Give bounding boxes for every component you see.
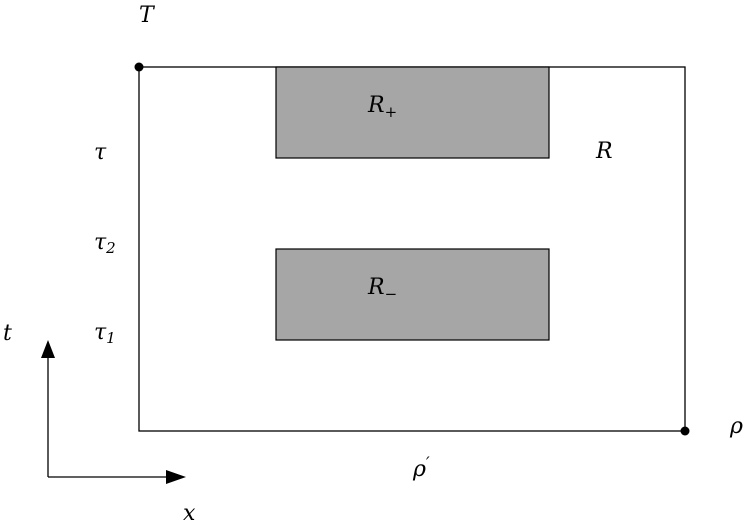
label-tau1-base: τ xyxy=(94,320,107,345)
label-r-plus-subscript: + xyxy=(385,103,398,121)
label-rho: ρ xyxy=(729,414,743,439)
label-tau1-subscript: 1 xyxy=(106,329,116,347)
region-r-plus xyxy=(275,66,550,159)
region-r-minus xyxy=(275,248,550,341)
label-rho-prime-mark: ′ xyxy=(426,453,430,472)
label-T: T xyxy=(139,3,156,28)
label-r-minus-base: R xyxy=(367,275,385,300)
label-r-plus: R+ xyxy=(367,93,397,121)
label-rho-prime-base: ρ xyxy=(412,457,426,482)
label-r-minus: R− xyxy=(367,275,397,303)
label-r-minus-subscript: − xyxy=(385,285,398,303)
label-rho-prime: ρ′ xyxy=(412,453,430,482)
label-tau2-subscript: 2 xyxy=(105,239,116,257)
corner-point-bottom-right xyxy=(680,426,690,436)
label-t-axis: t xyxy=(3,321,12,346)
x-axis-arrowhead xyxy=(166,470,186,484)
label-tau: τ xyxy=(94,140,107,165)
label-tau2: τ2 xyxy=(94,230,116,257)
t-axis-arrowhead xyxy=(41,340,55,358)
label-x-axis: x xyxy=(183,501,196,525)
corner-point-top-left xyxy=(134,62,144,72)
label-tau1: τ1 xyxy=(94,320,116,347)
label-tau2-base: τ xyxy=(94,230,107,255)
label-r-plus-base: R xyxy=(367,93,385,118)
label-R: R xyxy=(595,139,613,164)
